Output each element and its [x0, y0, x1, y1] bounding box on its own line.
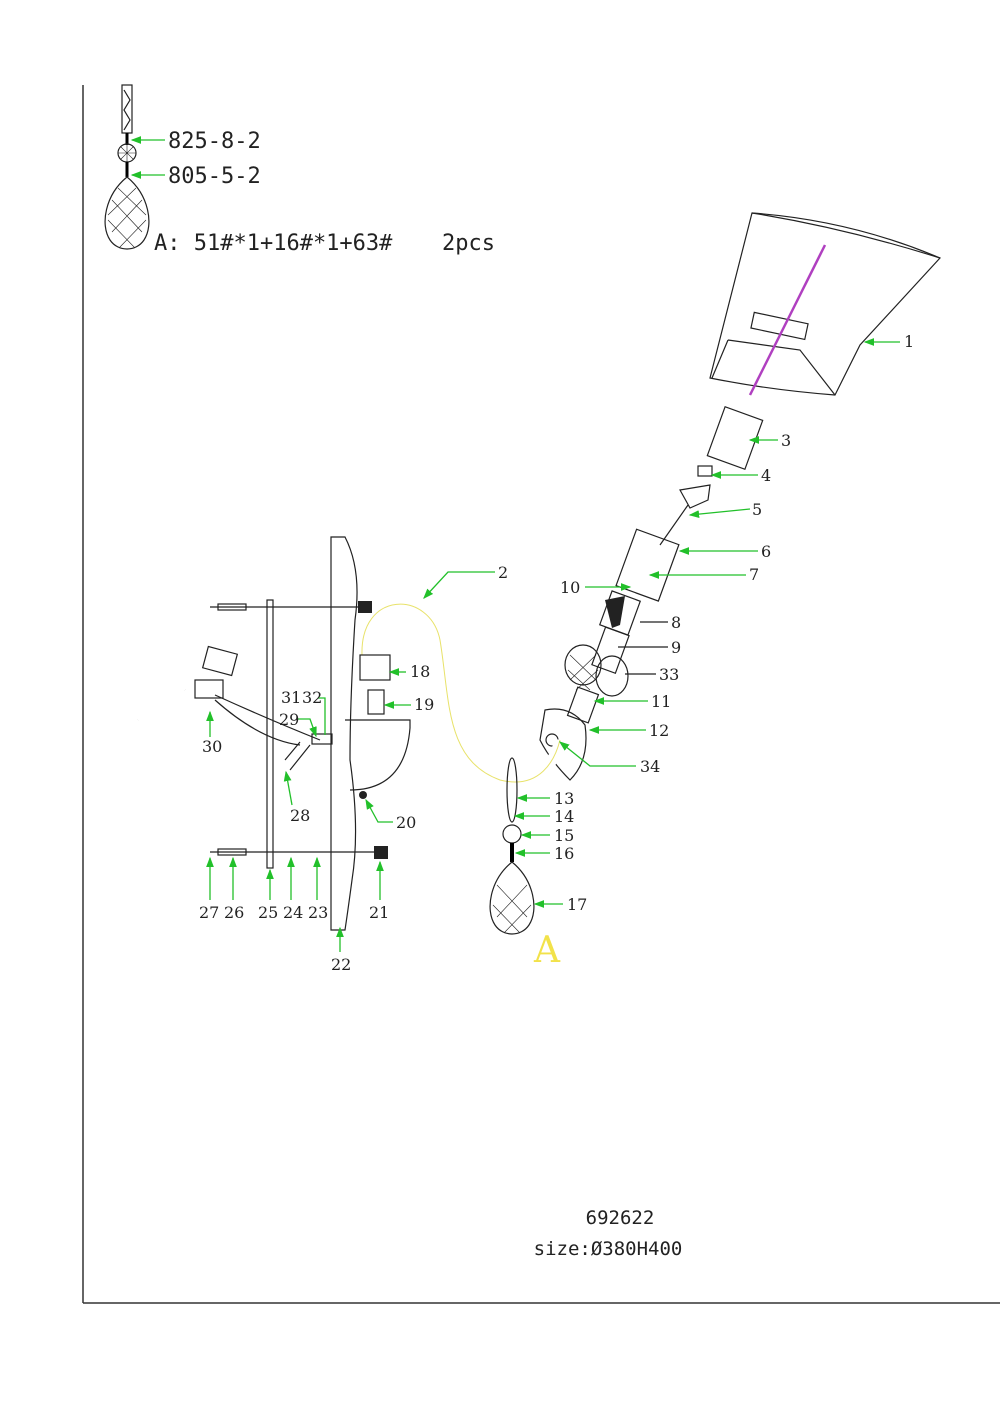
s-arm	[356, 598, 566, 935]
detail-a-pendant	[104, 84, 165, 250]
callout-31: 31	[281, 688, 301, 707]
callout-11: 11	[651, 692, 671, 711]
callout-34: 34	[640, 757, 660, 776]
detail-a-spec: A: 51#*1+16#*1+63#	[154, 231, 393, 256]
callout-13: 13	[554, 789, 574, 808]
callout-3: 3	[781, 431, 791, 450]
callout-numbers: 1 3 4 5 6 7 10 8 9 33 11 12 34 2 18 19 2…	[199, 332, 914, 974]
lamp-parts-column	[539, 405, 764, 781]
callout-32: 32	[302, 688, 322, 707]
callout-27: 27	[199, 903, 219, 922]
callout-1: 1	[904, 332, 914, 351]
callout-10: 10	[560, 578, 580, 597]
callout-6: 6	[761, 542, 771, 561]
leader-lines	[206, 338, 900, 952]
callout-9: 9	[671, 638, 681, 657]
callout-25: 25	[258, 903, 278, 922]
callout-19: 19	[414, 695, 434, 714]
callout-24: 24	[283, 903, 303, 922]
callout-5: 5	[752, 500, 762, 519]
detail-a-callout-805-5-2: 805-5-2	[168, 164, 261, 189]
callout-23: 23	[308, 903, 328, 922]
detail-a-quantity: 2pcs	[442, 231, 495, 256]
lamp-shade	[709, 212, 942, 396]
detail-a-marker: A	[533, 930, 561, 971]
callout-18: 18	[410, 662, 430, 681]
callout-20: 20	[396, 813, 416, 832]
callout-2: 2	[498, 563, 508, 582]
callout-22: 22	[331, 955, 351, 974]
callout-4: 4	[761, 466, 771, 485]
callout-8: 8	[671, 613, 681, 632]
callout-12: 12	[649, 721, 669, 740]
detail-a-callout-825-8-2: 825-8-2	[168, 129, 261, 154]
callout-26: 26	[224, 903, 244, 922]
callout-15: 15	[554, 826, 574, 845]
backplate-hardware	[136, 536, 411, 931]
callout-14: 14	[554, 807, 574, 826]
callout-33: 33	[659, 665, 679, 684]
callout-7: 7	[749, 565, 759, 584]
model-number: 692622	[586, 1207, 655, 1229]
callout-28: 28	[290, 806, 310, 825]
callout-29: 29	[279, 710, 299, 729]
callout-21: 21	[369, 903, 389, 922]
callout-17: 17	[567, 895, 587, 914]
callout-16: 16	[554, 844, 574, 863]
callout-30: 30	[202, 737, 222, 756]
size-spec: size:Ø380H400	[534, 1238, 683, 1260]
